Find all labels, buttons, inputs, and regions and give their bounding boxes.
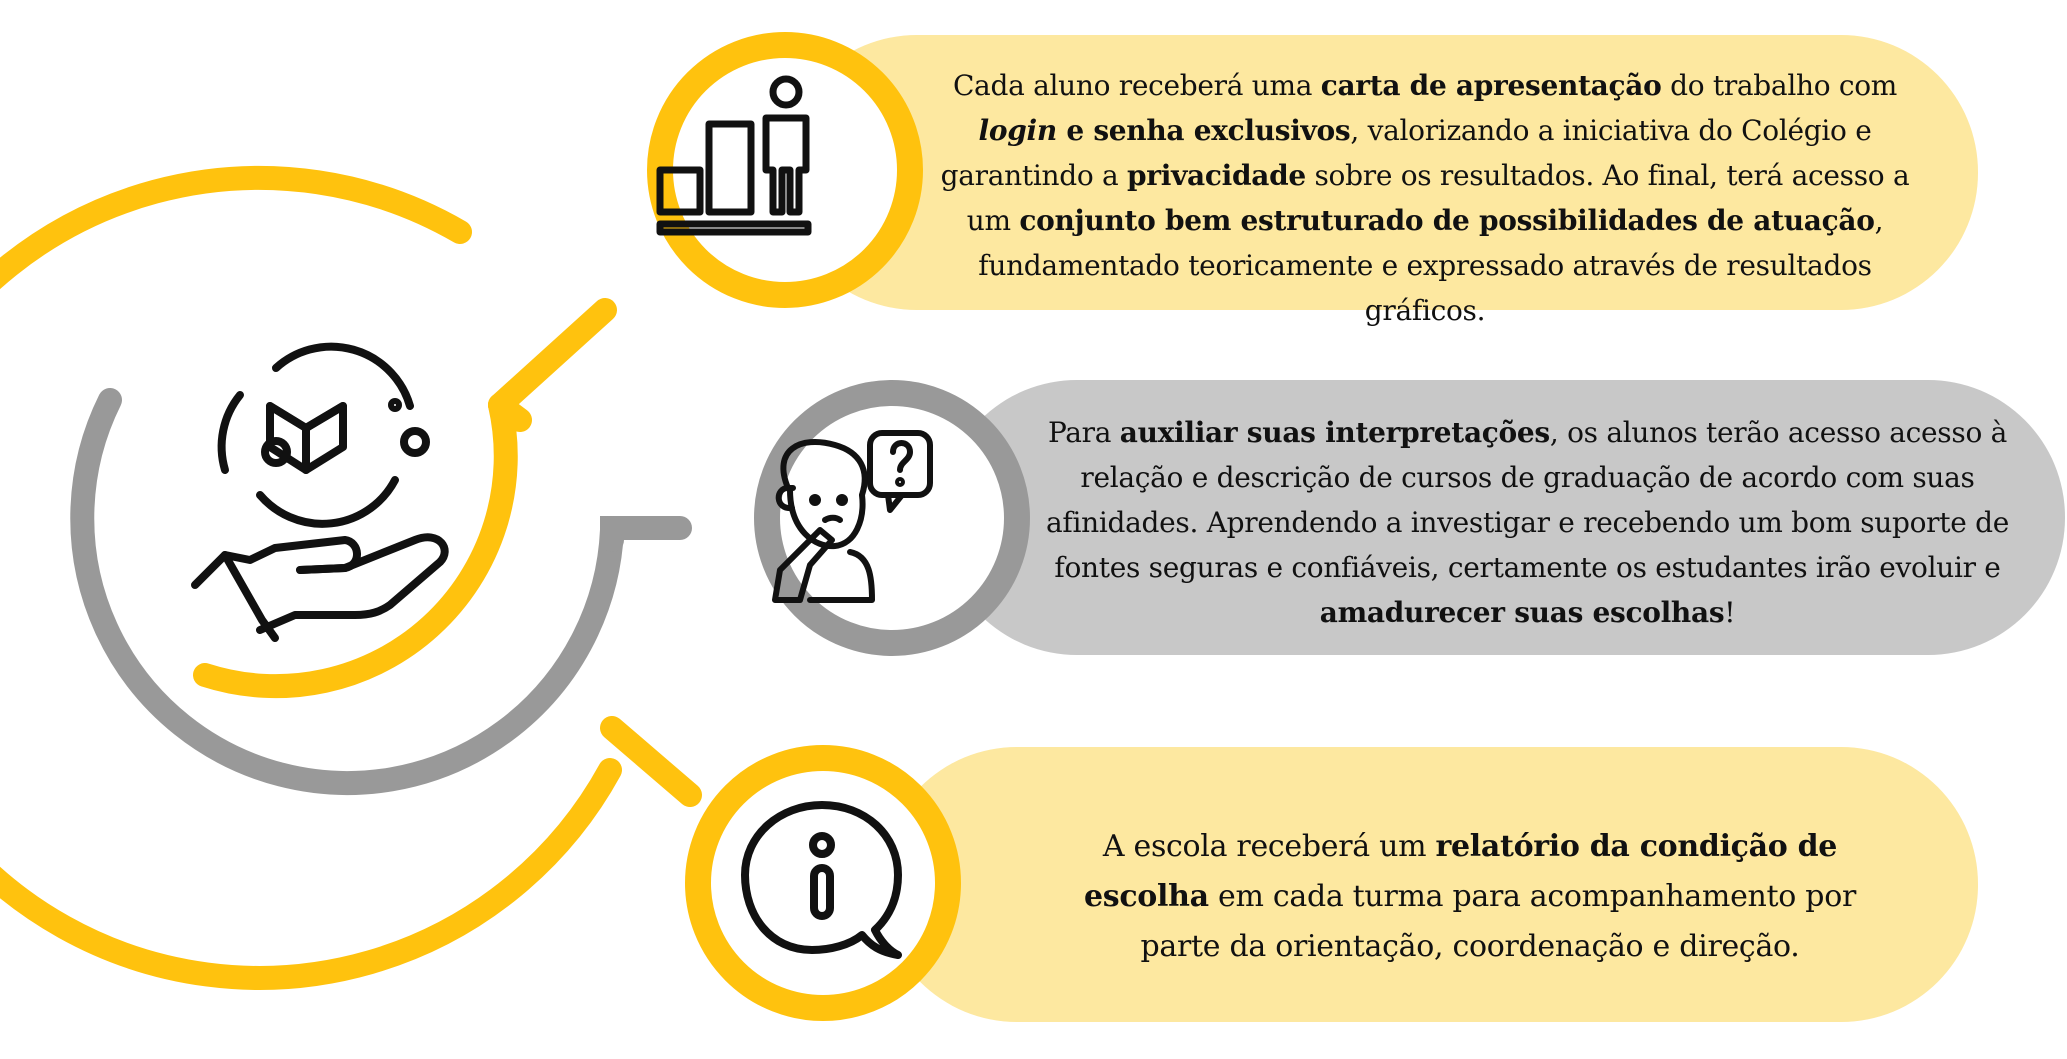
hand-with-box-icon — [191, 342, 449, 642]
step-1-text: Cada aluno receberá uma carta de apresen… — [940, 69, 1910, 327]
middle-gray-ring — [70, 388, 624, 796]
inner-yellow-ring — [193, 393, 518, 699]
step-2-background-pill — [940, 380, 2065, 655]
step-3-circle — [685, 745, 961, 1021]
step-3-text: A escola receberá um relatório da condiç… — [1083, 829, 1857, 964]
thinking-person-question-icon — [772, 430, 933, 603]
outer-ring-notch — [488, 393, 532, 432]
step-2-text: Para auxiliar suas interpretações, os al… — [1046, 416, 2009, 629]
growth-bars-person-icon — [656, 75, 812, 236]
step-2-circle — [754, 380, 1030, 656]
outer-yellow-ring — [0, 165, 622, 990]
connector-step-1 — [488, 298, 617, 417]
step-1-background-pill — [780, 35, 1978, 310]
step-3-background-pill — [880, 747, 1978, 1022]
connector-step-3 — [600, 716, 702, 807]
info-speech-bubble-icon — [741, 801, 902, 959]
